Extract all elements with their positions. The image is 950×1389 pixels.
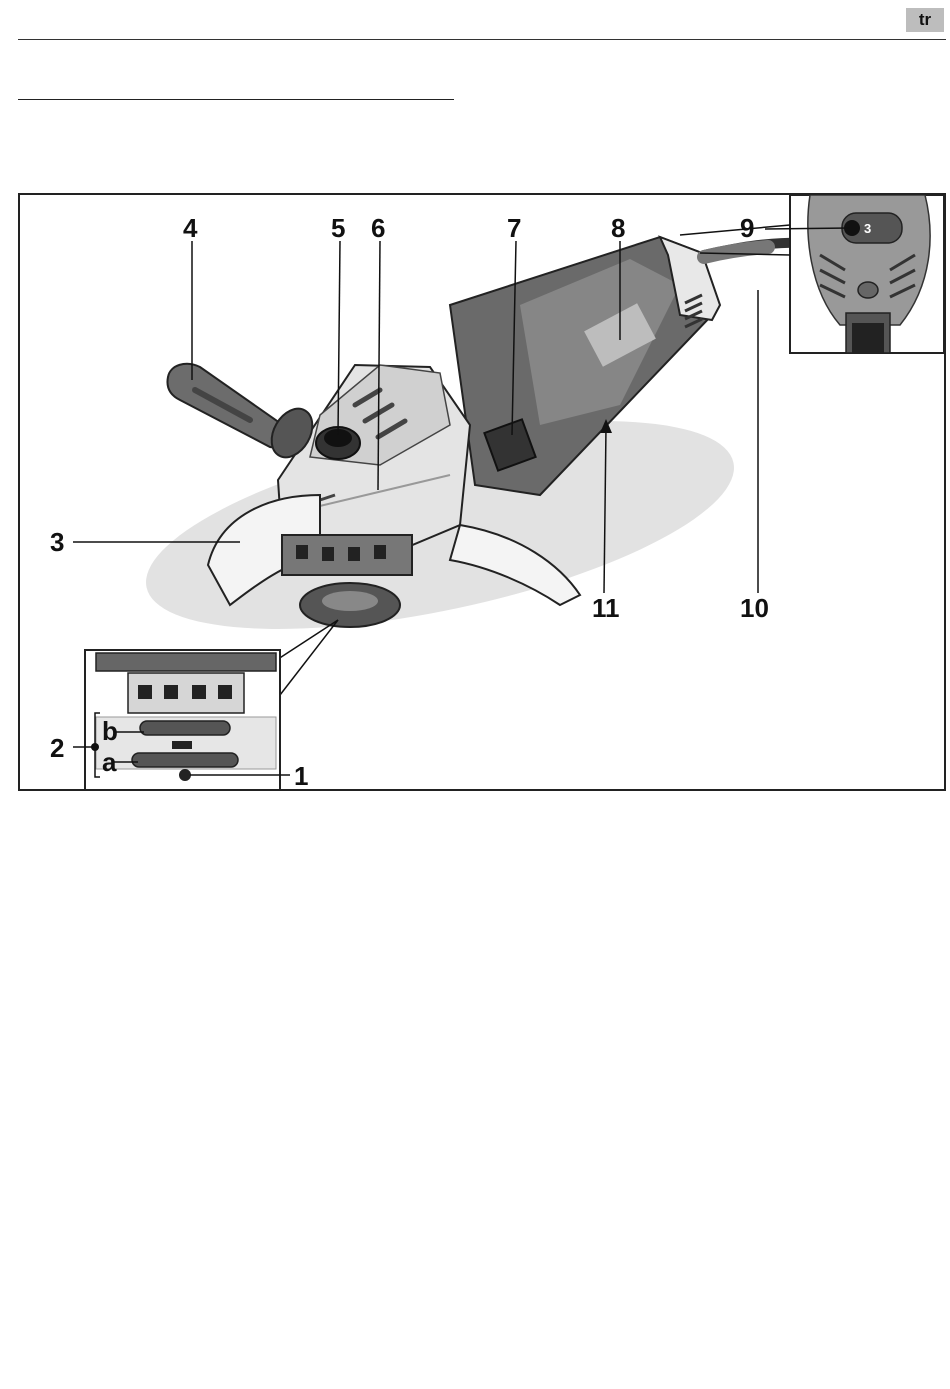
callout-10: 10 — [740, 593, 769, 623]
callout-dot-2 — [91, 743, 99, 751]
inset-zoom-upper — [680, 225, 790, 235]
speed-dial-value: 3 — [864, 221, 871, 236]
section-rule — [18, 99, 454, 100]
callout-8: 8 — [611, 213, 625, 243]
language-badge: tr — [906, 8, 944, 32]
angle-grinder-illustration: 3 4 5 6 7 8 9 3 11 10 — [20, 195, 944, 789]
header-rule — [18, 39, 946, 40]
cable-guard — [704, 247, 768, 257]
zoom-line-right — [280, 620, 338, 695]
callout-5: 5 — [331, 213, 345, 243]
callout-4: 4 — [183, 213, 198, 243]
callout-6: 6 — [371, 213, 385, 243]
angle-grinder-figure: 3 4 5 6 7 8 9 3 11 10 — [18, 193, 946, 791]
callout-2b: b — [102, 716, 118, 746]
callout-7: 7 — [507, 213, 521, 243]
callout-1: 1 — [294, 761, 308, 789]
callout-11: 11 — [592, 593, 620, 623]
grinding-spindle-nut-inner — [322, 591, 378, 611]
callout-2a: a — [102, 747, 117, 777]
callout-3: 3 — [50, 527, 64, 557]
speed-dial-inset — [790, 195, 944, 353]
callout-9: 9 — [740, 213, 754, 243]
callout-2: 2 — [50, 733, 64, 763]
